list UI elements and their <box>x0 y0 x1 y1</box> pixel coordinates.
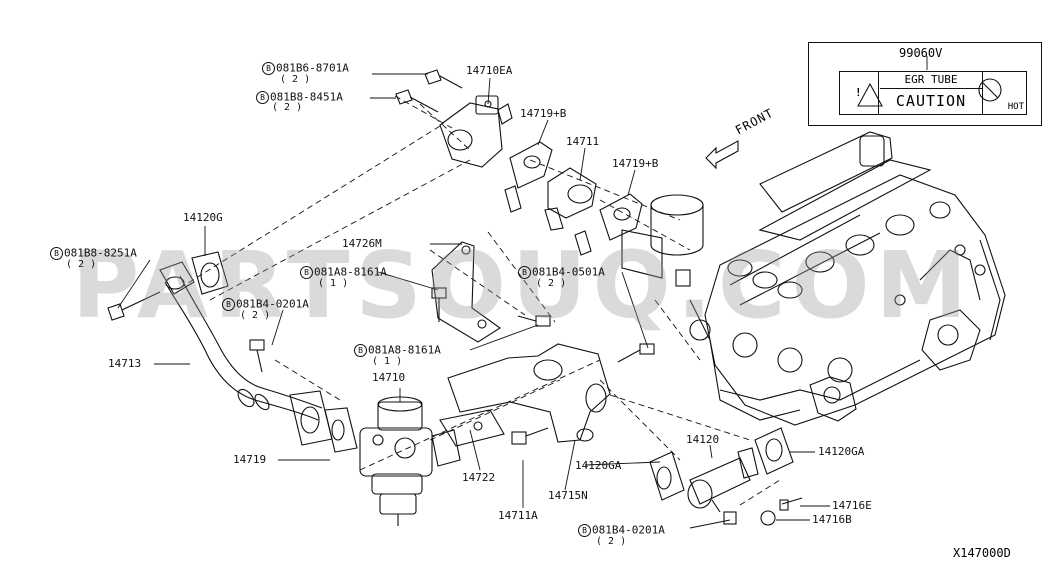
hot-text: HOT <box>1007 102 1024 112</box>
bolt-part-number: 081B8-8251A <box>64 246 137 260</box>
bolt-qty-2: ( 2 ) <box>272 102 303 113</box>
gasket-14719B-right <box>574 193 643 256</box>
caution-sticker: ! EGR TUBE CAUTION HOT <box>839 71 1027 115</box>
bolt-symbol: B <box>578 524 591 537</box>
callout-14716B: 14716B <box>812 513 852 526</box>
bolt-qty-6: ( 2 ) <box>240 310 271 321</box>
watermark: PARTSOUQ.COM <box>71 232 974 339</box>
bolt-symbol: B <box>50 247 63 260</box>
bolt-qty-1: ( 2 ) <box>280 74 311 85</box>
bolt-symbol: B <box>256 91 269 104</box>
caution-part-number: 99060V <box>899 46 943 60</box>
caution-line-caution: CAUTION <box>880 89 983 114</box>
caution-icons <box>857 78 1002 107</box>
callout-14722: 14722 <box>462 471 496 484</box>
gasket-14719-lower <box>289 390 358 453</box>
caution-label-box: 99060V ! EGR TUBE CAUTION HOT <box>808 42 1042 126</box>
diagram-id: X147000D <box>953 546 1011 560</box>
callout-14120G: 14120G <box>183 211 223 224</box>
callout-14713: 14713 <box>108 357 142 370</box>
gasket-14719B-top <box>504 141 553 213</box>
warning-mark: ! <box>855 86 862 99</box>
callout-14726M: 14726M <box>342 237 382 250</box>
bolt-qty-4: ( 1 ) <box>318 278 349 289</box>
callout-14711: 14711 <box>566 135 600 148</box>
egr-pipe-14120 <box>649 427 794 509</box>
actuator-14711 <box>544 167 597 231</box>
bolt-qty-7: ( 1 ) <box>372 356 403 367</box>
callout-14715N: 14715N <box>548 489 588 502</box>
callout-14711A: 14711A <box>498 509 538 522</box>
front-arrow <box>705 140 739 170</box>
callout-14710EA: 14710EA <box>466 64 513 77</box>
callout-14719B-top: 14719+B <box>520 107 567 120</box>
hot-surface-icon: HOT <box>983 72 1026 114</box>
bolt-part-number: 081B4-0501A <box>532 265 605 279</box>
cylinder-head <box>689 131 1006 426</box>
callout-14120GA-right: 14120GA <box>818 445 865 458</box>
bracket-14722 <box>439 409 505 447</box>
bolt-part-number: 081B8-8451A <box>270 90 343 104</box>
bolt-part-number: 081B4-0201A <box>236 297 309 311</box>
bolt-symbol: B <box>354 344 367 357</box>
bolt-symbol: B <box>518 266 531 279</box>
bolt-part-number: 081A8-8161A <box>368 343 441 357</box>
bolt-part-number: 081B6-8701A <box>276 61 349 75</box>
bracket-14726M <box>431 241 501 343</box>
adapter-pipe <box>621 194 704 287</box>
egr-valve-14710 <box>359 396 461 526</box>
bolt-symbol: B <box>222 298 235 311</box>
bolts <box>107 69 803 526</box>
bolt-qty-3: ( 2 ) <box>66 259 97 270</box>
callout-14716E: 14716E <box>832 499 872 512</box>
bolt-part-number: 081A8-8161A <box>314 265 387 279</box>
gasket-14120G <box>191 251 229 295</box>
warning-triangle-icon: ! <box>840 72 879 114</box>
bolt-symbol: B <box>300 266 313 279</box>
leader-lines <box>117 56 928 529</box>
callout-14710: 14710 <box>372 371 406 384</box>
bolt-symbol: B <box>262 62 275 75</box>
bolt-part-number: 081B4-0201A <box>592 523 665 537</box>
callout-14719B-right: 14719+B <box>612 157 659 170</box>
caution-line-egr-tube: EGR TUBE <box>880 72 983 89</box>
bolt-qty-5: ( 2 ) <box>536 278 567 289</box>
callout-14120GA-bottom: 14120GA <box>575 459 622 472</box>
callout-14120: 14120 <box>686 433 720 446</box>
callout-14719: 14719 <box>233 453 267 466</box>
bolt-qty-8: ( 2 ) <box>596 536 627 547</box>
egr-valve-14710EA <box>439 95 513 168</box>
bracket-14715N <box>447 343 611 443</box>
